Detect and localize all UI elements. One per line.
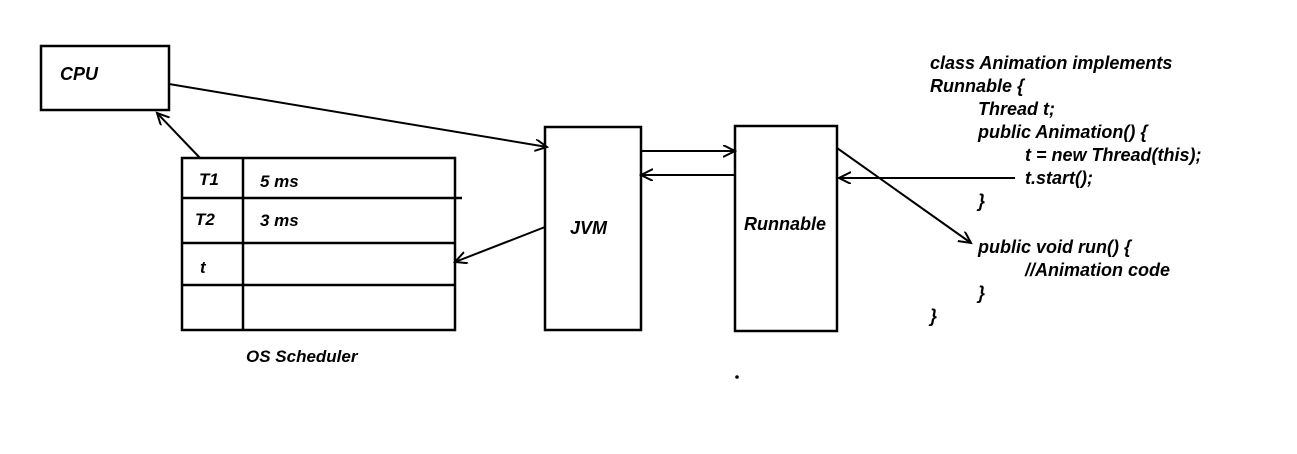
runnable-label: Runnable [744, 214, 827, 234]
arrow-cpu-to-jvm [168, 83, 547, 147]
stray-dot [735, 375, 739, 379]
cpu-label: CPU [60, 64, 99, 84]
code-line: //Animation code [1025, 260, 1171, 280]
runnable-box [733, 124, 839, 333]
code-line: Runnable { [930, 76, 1025, 96]
cpu-box [39, 44, 171, 112]
code-line: public Animation() { [978, 122, 1148, 142]
jvm-label: JVM [570, 218, 608, 238]
scheduler-thread-t1: T1 [199, 170, 219, 189]
code-line: t.start(); [1025, 168, 1093, 188]
code-line: public void run() { [978, 237, 1131, 257]
code-line: } [978, 191, 986, 211]
code-line: } [930, 306, 938, 326]
code-line: Thread t; [978, 99, 1056, 119]
scheduler-thread-t: t [200, 258, 206, 277]
scheduler-time-t1: 5 ms [260, 172, 299, 191]
scheduler-caption: OS Scheduler [246, 347, 358, 366]
code-line: } [978, 283, 986, 303]
arrow-jvm-to-scheduler [455, 226, 546, 262]
arrow-scheduler-to-cpu [157, 113, 201, 159]
code-line: class Animation implements [930, 53, 1173, 73]
arrow-runnable-to-run [836, 147, 971, 243]
jvm-box [543, 125, 643, 332]
scheduler-thread-t2: T2 [195, 210, 215, 229]
code-line: t = new Thread(this); [1025, 145, 1202, 165]
scheduler-time-t2: 3 ms [260, 211, 299, 230]
